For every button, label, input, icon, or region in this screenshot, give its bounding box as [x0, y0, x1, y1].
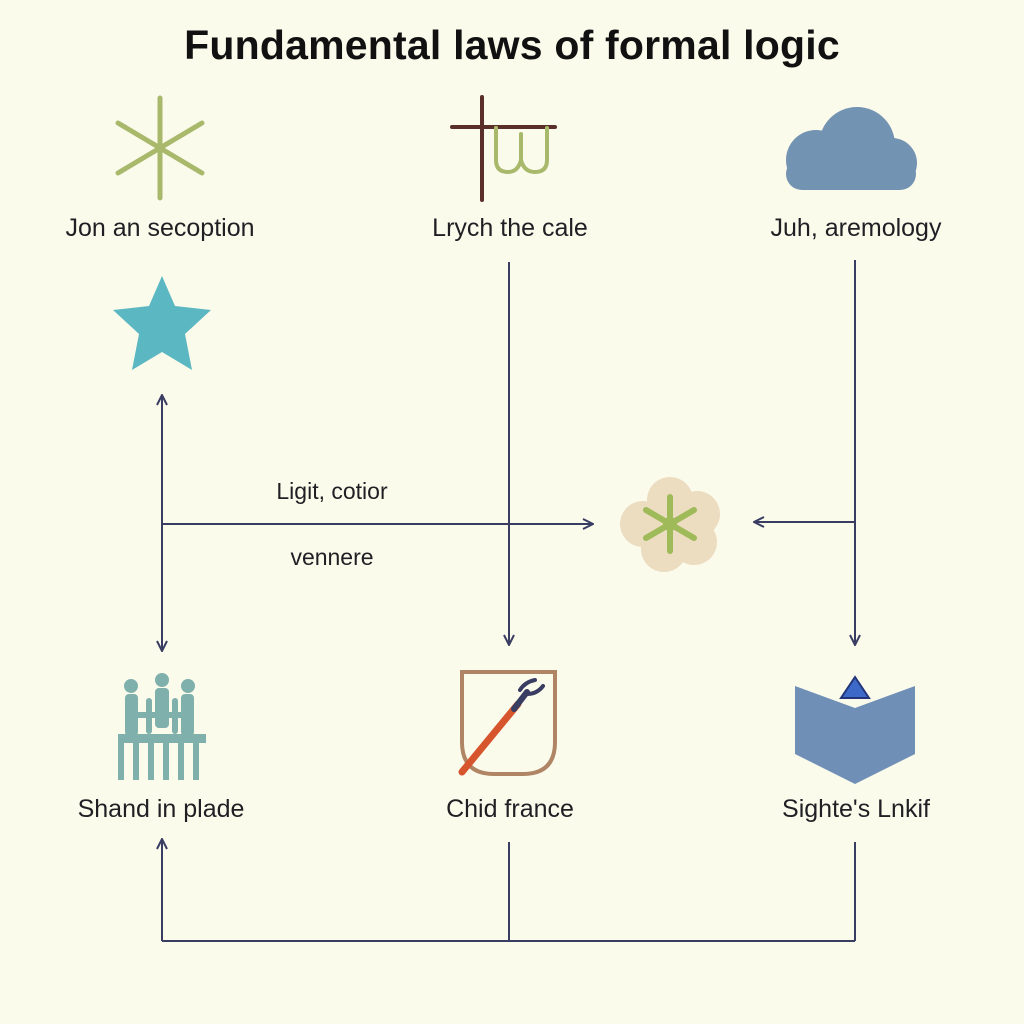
- open-book-icon: [795, 675, 915, 784]
- node-label-cloud: Juh, aremology: [770, 214, 942, 242]
- node-label-book: Sighte's Lnkif: [782, 795, 930, 823]
- flower-icon: [620, 477, 720, 572]
- people-group-icon: [118, 673, 206, 780]
- edge-label-lower: vennere: [290, 544, 374, 570]
- rune-glyph-icon: [450, 95, 557, 202]
- node-label-people: Shand in plade: [77, 795, 245, 823]
- star-icon: [113, 276, 211, 370]
- snowflake-icon: [115, 95, 205, 201]
- cloud-icon: [786, 107, 917, 190]
- connectors: [162, 260, 855, 942]
- wrench-tool-icon: [458, 670, 557, 776]
- node-label-snowflake: Jon an secoption: [65, 214, 255, 242]
- edge-label-upper: Ligit, cotior: [276, 478, 388, 504]
- diagram-title: Fundamental laws of formal logic: [184, 22, 840, 68]
- node-label-tool: Chid france: [446, 795, 574, 823]
- node-label-rune: Lrych the cale: [432, 214, 588, 242]
